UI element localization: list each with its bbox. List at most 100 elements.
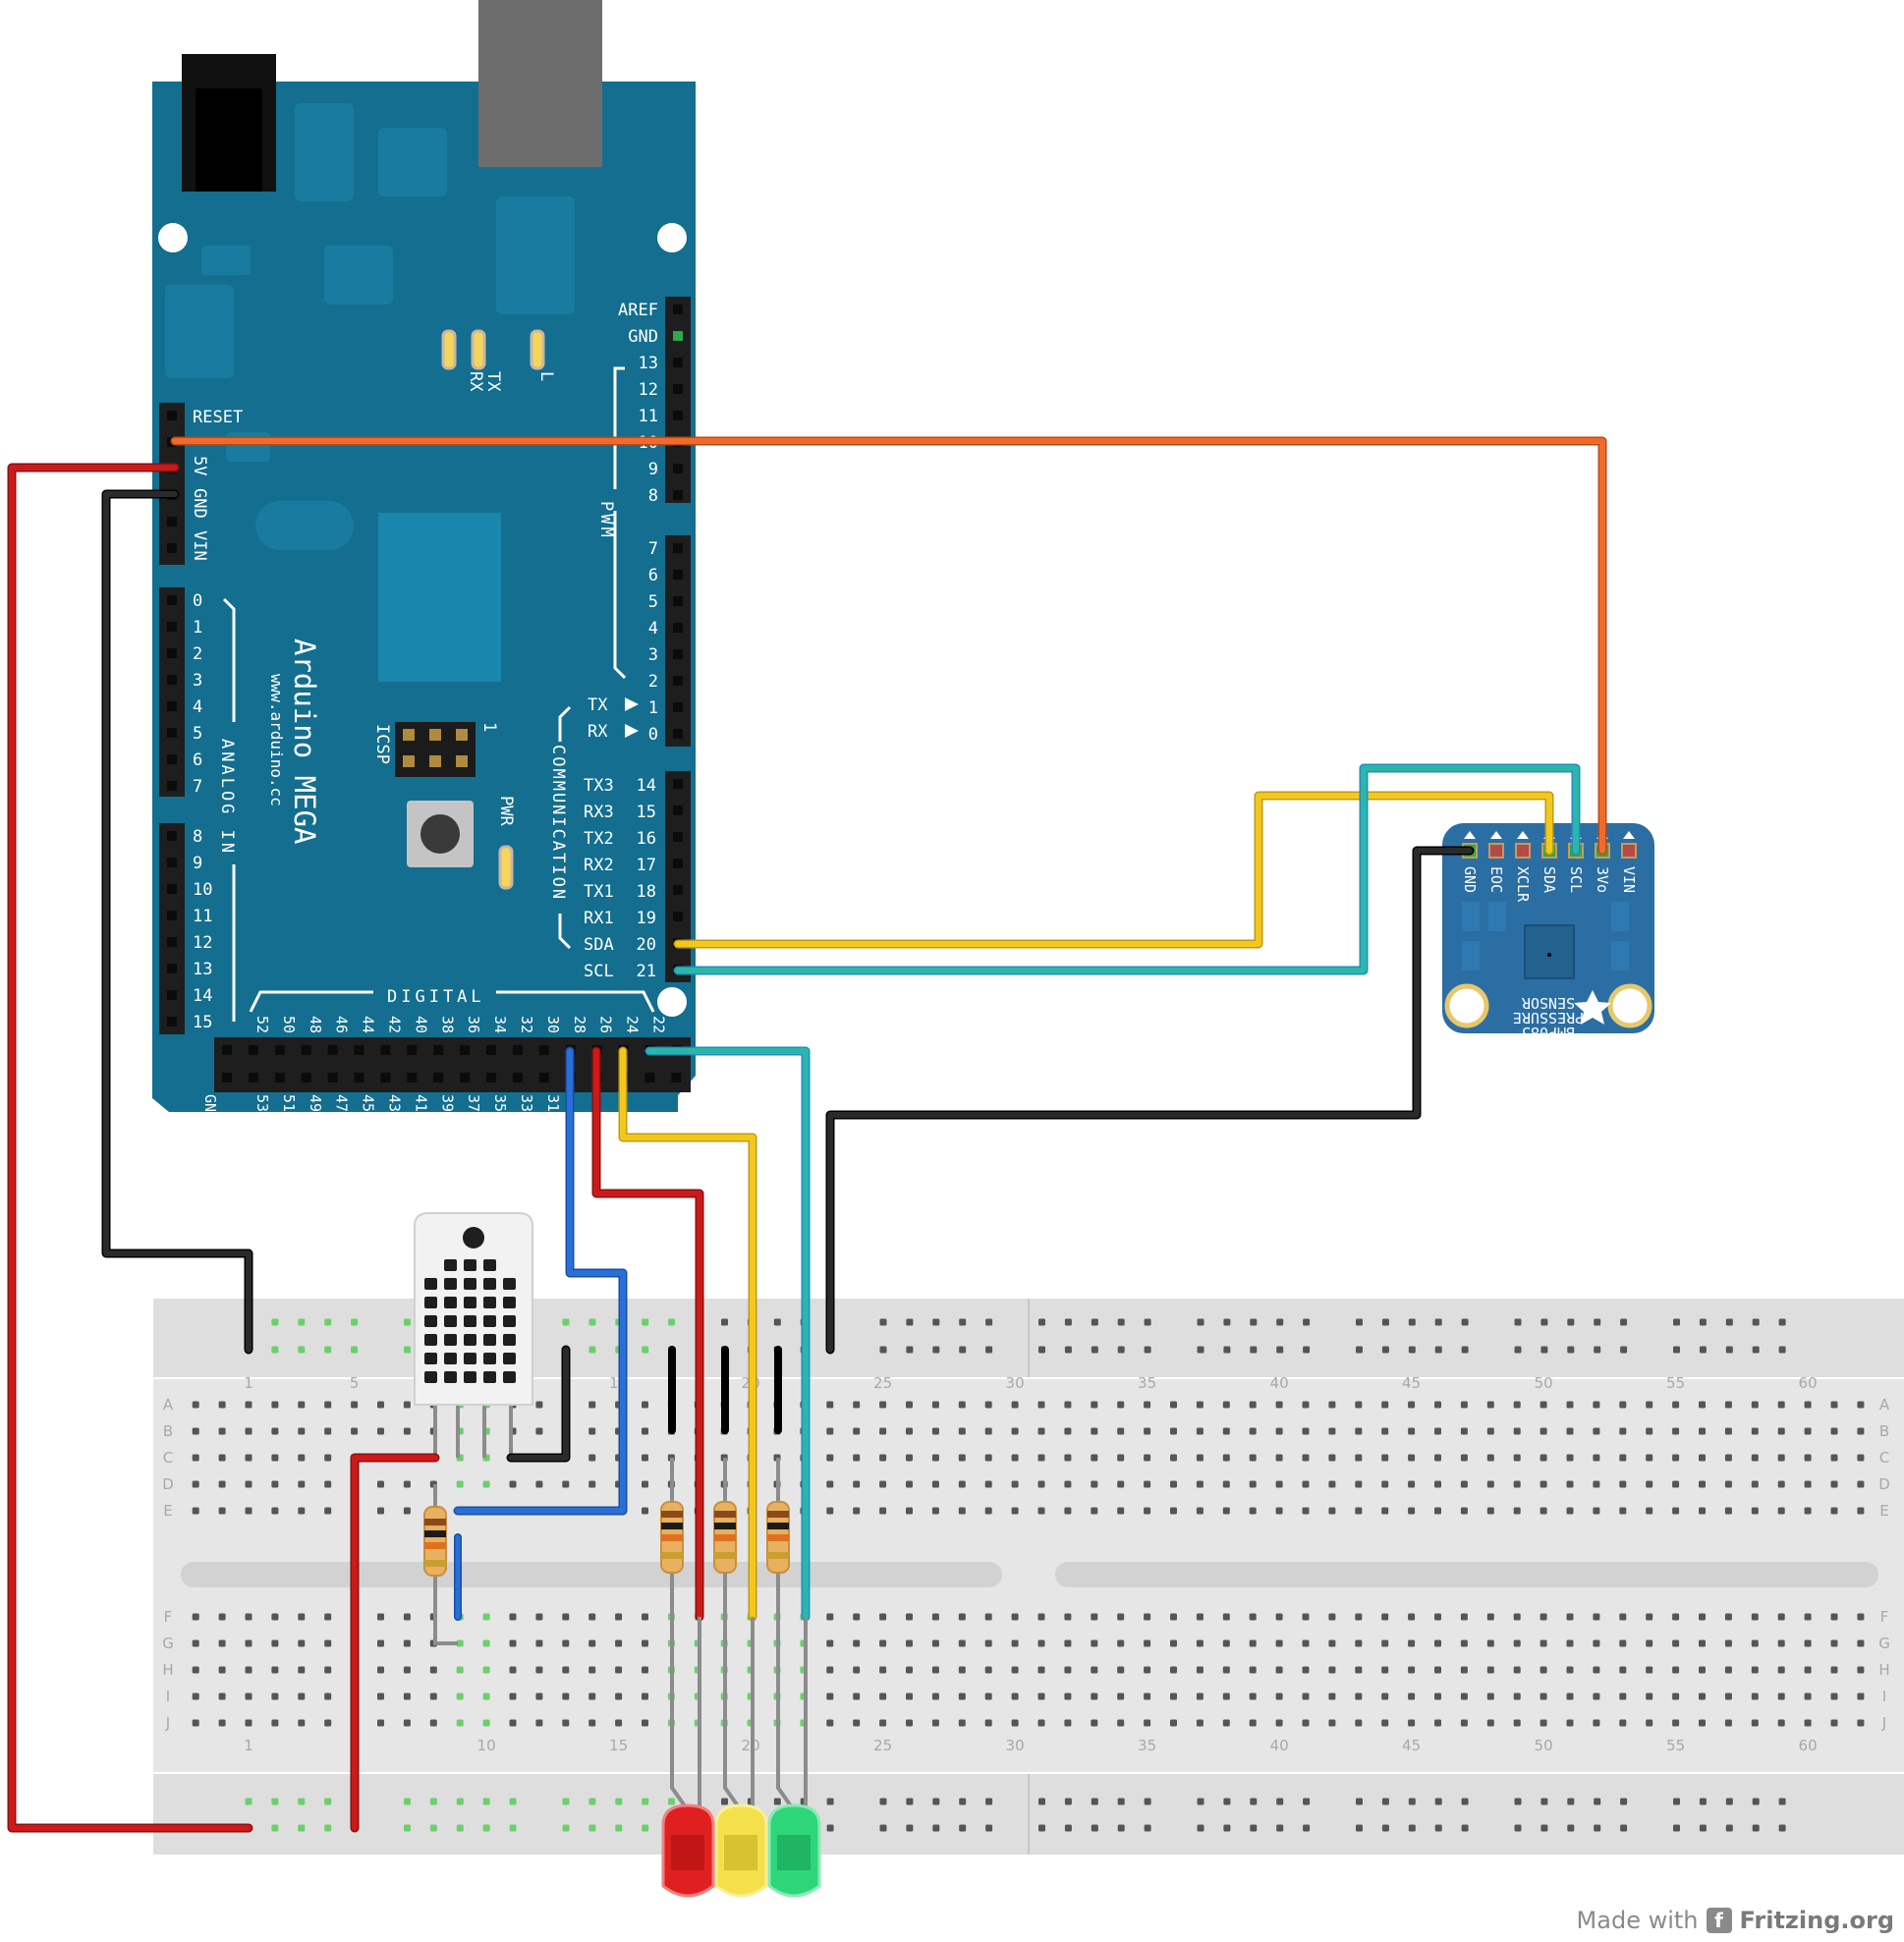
digital-pin-label: 5 (648, 592, 658, 612)
comm-pin-name: RX1 (584, 909, 614, 928)
analog-pin-label: 8 (193, 827, 202, 847)
digital-pin-label: 0 (648, 725, 658, 745)
digital-bottom-pin-label: 33 (518, 1094, 535, 1112)
row-label-left: D (162, 1475, 174, 1493)
analog-pin-label: 6 (193, 750, 202, 770)
digital-top-pin-label: 22 (650, 1016, 668, 1033)
row-label-right: G (1878, 1635, 1890, 1652)
comm-pin-name: RX3 (584, 803, 614, 822)
credit-prefix: Made with (1576, 1907, 1699, 1934)
analog-pin-label: 5 (193, 724, 202, 744)
row-label-right: D (1878, 1475, 1890, 1493)
icsp-label: ICSP (372, 724, 392, 764)
column-label-bottom: 25 (873, 1737, 892, 1754)
led-red (661, 1803, 715, 1898)
analog-pin-label: 0 (193, 591, 202, 611)
digital-top-pin-label: 40 (412, 1016, 429, 1033)
digital-top-pin-label: 28 (571, 1016, 588, 1033)
column-label-bottom: 1 (244, 1737, 253, 1754)
digital-bottom-pin-label: 49 (307, 1094, 324, 1112)
sensor-pin-label: SDA (1540, 866, 1558, 893)
comm-pin-name: SCL (584, 962, 614, 981)
digital-bottom-pin-label: 39 (438, 1094, 456, 1112)
digital-top-pin-label: 42 (386, 1016, 404, 1033)
column-label-bottom: 30 (1006, 1737, 1025, 1754)
led-yellow (714, 1803, 768, 1898)
resistor-green-led (766, 1458, 790, 1617)
tx-arrow-icon (625, 697, 639, 711)
digital-pin-label: 7 (648, 539, 658, 559)
sensor-pin-label: SCL (1567, 866, 1585, 893)
fritzing-credit: Made with f Fritzing.org (1577, 1907, 1894, 1934)
credit-brand: Fritzing.org (1739, 1907, 1894, 1934)
vin-pin-label: VIN (190, 530, 209, 561)
row-label-right: A (1879, 1396, 1890, 1414)
comm-pin-name: TX2 (584, 829, 614, 849)
digital-bottom-pin-label: 43 (386, 1094, 404, 1112)
sensor-pin-label: EOC (1487, 866, 1505, 893)
digital-top-pin-label: 36 (465, 1016, 482, 1033)
digital-top-pin-label: 30 (544, 1016, 562, 1033)
digital-label: DIGITAL (387, 987, 485, 1007)
digital-pin-label: 11 (639, 407, 658, 426)
analog-pin-label: 13 (193, 960, 212, 979)
board-url: www.arduino.cc (267, 674, 286, 806)
digital-top-pin-label: 46 (333, 1016, 351, 1033)
resistors (423, 1458, 790, 1645)
digital-pin-label: 12 (639, 380, 658, 400)
sensor-chip (1524, 924, 1575, 979)
column-label-bottom: 10 (477, 1737, 496, 1754)
communication-label: COMMUNICATION (548, 745, 568, 901)
analog-pin-label: 4 (193, 697, 202, 717)
column-label-bottom: 60 (1799, 1737, 1818, 1754)
digital-pin-label: AREF (618, 301, 658, 320)
sensor-pin-label: 3Vo (1594, 866, 1611, 893)
row-label-left: G (162, 1635, 174, 1652)
row-label-left: E (163, 1502, 172, 1520)
digital-top-pin-label: 48 (307, 1016, 324, 1033)
breadboard-holes (192, 1318, 1865, 1832)
tx-led (441, 329, 457, 370)
digital-bottom-pin-label: 53 (253, 1094, 271, 1112)
row-label-left: B (163, 1422, 173, 1440)
sensor-name-line3: SENSOR (1521, 994, 1575, 1012)
sensor-name-line1: BMP085 (1522, 1024, 1575, 1041)
row-label-left: I (166, 1688, 170, 1705)
analog-header-low (159, 587, 185, 797)
pwm-label: PWM (596, 501, 616, 540)
row-label-left: C (163, 1449, 173, 1467)
row-label-left: F (164, 1608, 173, 1626)
analog-pin-label: 1 (193, 618, 202, 638)
column-label-top: 25 (873, 1374, 892, 1392)
row-label-right: C (1879, 1449, 1889, 1467)
digital-pin-label: 2 (648, 672, 658, 692)
gnd-pin-label: GND (190, 488, 209, 519)
row-label-right: H (1878, 1661, 1889, 1679)
digital-double-header (214, 1037, 691, 1092)
column-label-bottom: 15 (609, 1737, 628, 1754)
digital-top-pin-label: 38 (438, 1016, 456, 1033)
breadboard-center-channel-left (181, 1562, 1002, 1587)
l-led-label: L (536, 371, 556, 381)
wires (7, 436, 1607, 1833)
communication-header (665, 771, 691, 982)
column-label-top: 55 (1666, 1374, 1685, 1392)
digital-pin-label: 9 (648, 460, 658, 479)
serial-rx-label: RX (588, 722, 608, 742)
comm-pin-number: 21 (637, 962, 656, 981)
comm-pin-number: 17 (637, 856, 656, 875)
column-label-bottom: 50 (1535, 1737, 1553, 1754)
analog-header-high (159, 823, 185, 1034)
digital-top-pin-label: 50 (280, 1016, 298, 1033)
breadboard-column-labels: 1155101015152020252530303535404045455050… (244, 1374, 1817, 1754)
column-label-top: 60 (1799, 1374, 1818, 1392)
resistor-yellow-led (713, 1458, 737, 1617)
analog-pin-label: 10 (193, 880, 212, 900)
